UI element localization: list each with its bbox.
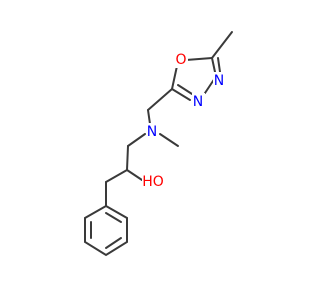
- bond-c2-ch2: [147, 88, 173, 111]
- bond-n4-c5-double: [217, 57, 221, 73]
- molecule-diagram: O N N N HO: [84, 31, 233, 257]
- bond-methyl-c5: [211, 31, 233, 59]
- phenyl-double-2: [105, 237, 122, 249]
- bond-ch-oh: [126, 169, 143, 181]
- phenyl-ring: [84, 204, 128, 257]
- bond-o-c2: [171, 65, 178, 90]
- atom-n-ring-2: N: [193, 94, 203, 110]
- bond-c5-o: [185, 57, 213, 61]
- bond-c2-n3: [171, 88, 191, 101]
- bond-n-methyl: [159, 133, 179, 147]
- bond-n-ch2: [127, 133, 146, 147]
- atom-hydroxyl: HO: [142, 174, 164, 190]
- bond-c2-n3-double: [177, 84, 193, 95]
- bond-n4-c5: [211, 57, 216, 73]
- bond-ch2-n: [147, 109, 151, 125]
- phenyl-double-1: [105, 212, 122, 223]
- atom-n-amine: N: [147, 124, 157, 140]
- atom-n-ring-1: N: [214, 73, 224, 89]
- atom-labels: O N N N HO: [142, 51, 226, 190]
- atom-o-ring: O: [175, 52, 186, 68]
- bonds: [84, 31, 233, 257]
- bond-ch-benzyl: [105, 169, 128, 183]
- bond-ch2-choh: [126, 145, 129, 171]
